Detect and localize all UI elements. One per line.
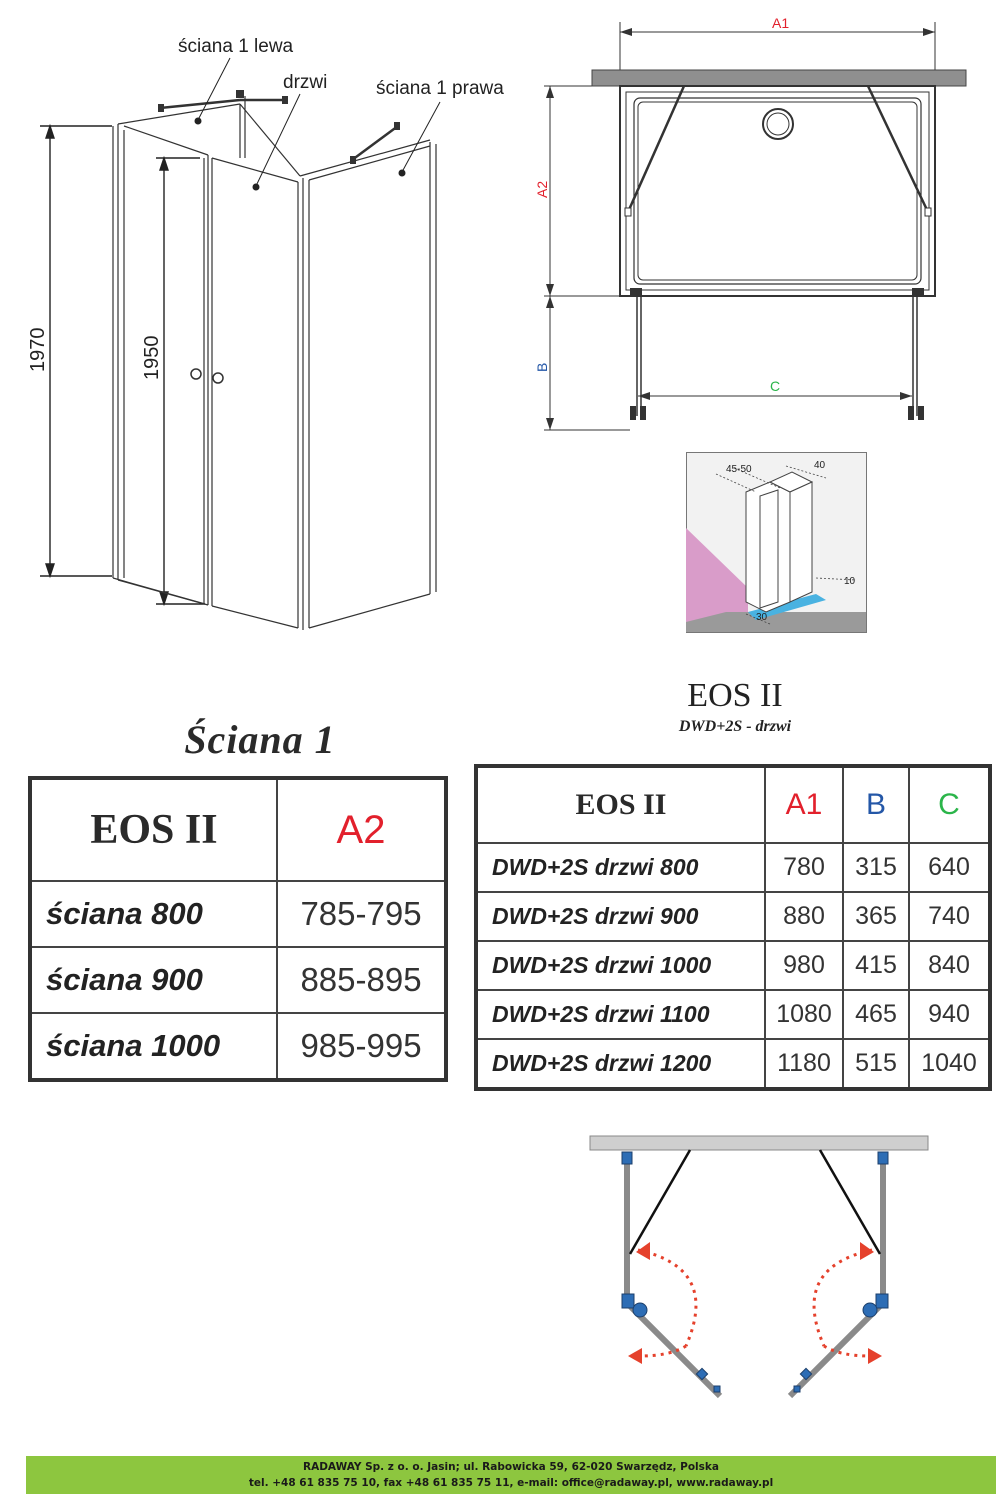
eos-table: EOS II A1 B C DWD+2S drzwi 800 780 315 6… [474,764,992,1091]
table-row: DWD+2S drzwi 1100 1080 465 940 [475,989,991,1040]
eos-header-model: EOS II [475,765,766,844]
iso-drawing: ściana 1 lewa drzwi ściana 1 prawa 1970 … [27,36,504,630]
label-a1: A1 [772,15,789,31]
eos-table-subtitle: DWD+2S - drzwi [678,718,792,735]
sciana-row-label: ściana 1000 [29,1012,278,1081]
table-row: DWD+2S drzwi 1200 1180 515 1040 [475,1038,991,1090]
footer-bar: RADAWAY Sp. z o. o. Jasin; ul. Rabowicka… [26,1456,996,1494]
table-row: ściana 1000 985-995 [29,1012,447,1081]
eos-row-b: 415 [842,940,910,991]
eos-row-c: 940 [908,989,991,1040]
table-row: DWD+2S drzwi 800 780 315 640 [475,842,991,893]
eos-row-label: DWD+2S drzwi 1100 [475,989,766,1040]
eos-row-label: DWD+2S drzwi 1200 [475,1038,766,1090]
eos-row-b: 515 [842,1038,910,1090]
eos-row-label: DWD+2S drzwi 1000 [475,940,766,991]
label-a2: A2 [534,181,550,198]
sciana-row-a2: 785-795 [276,880,447,948]
dim-total-height: 1970 [27,328,49,373]
plan-drawing: A1 A2 B C [534,15,967,431]
table-row: DWD+2S drzwi 900 880 365 740 [475,891,991,942]
footer-address: RADAWAY Sp. z o. o. Jasin; ul. Rabowicka… [303,1461,719,1473]
label-door: drzwi [283,72,327,93]
eos-row-a1: 880 [764,891,844,942]
sciana-header-model: EOS II [29,777,278,882]
detail-range: 45-50 [726,464,752,475]
detail-drawing: 45-50 40 10 30 [686,452,867,633]
sciana-table: EOS II A2 ściana 800 785-795 ściana 900 … [28,776,448,1082]
sciana-table-title: Ściana 1 [184,717,336,762]
eos-header-c: C [908,765,991,844]
sciana-row-label: ściana 900 [29,946,278,1014]
eos-row-c: 840 [908,940,991,991]
sciana-row-label: ściana 800 [29,880,278,948]
dim-door-height: 1950 [141,336,163,381]
eos-header-a1: A1 [764,765,844,844]
table-row: DWD+2S drzwi 1000 980 415 840 [475,940,991,991]
eos-row-b: 465 [842,989,910,1040]
eos-row-a1: 1180 [764,1038,844,1090]
eos-row-a1: 1080 [764,989,844,1040]
table-row: ściana 900 885-895 [29,946,447,1014]
sciana-row-a2: 885-895 [276,946,447,1014]
eos-row-label: DWD+2S drzwi 800 [475,842,766,893]
eos-row-a1: 980 [764,940,844,991]
detail-width: 40 [814,460,826,471]
detail-gap: 10 [844,576,856,587]
table-row: ściana 800 785-795 [29,880,447,948]
label-right-wall: ściana 1 prawa [376,78,504,99]
eos-row-label: DWD+2S drzwi 900 [475,891,766,942]
eos-row-a1: 780 [764,842,844,893]
label-c: C [770,378,780,394]
eos-header-b: B [842,765,910,844]
sciana-row-a2: 985-995 [276,1012,447,1081]
eos-table-title: EOS II [687,677,783,714]
label-left-wall: ściana 1 lewa [178,36,294,57]
eos-row-c: 740 [908,891,991,942]
eos-row-b: 315 [842,842,910,893]
label-b: B [534,363,550,372]
eos-row-b: 365 [842,891,910,942]
sciana-header-a2: A2 [276,777,447,882]
eos-row-c: 640 [908,842,991,893]
detail-base: 30 [756,612,768,623]
eos-row-c: 1040 [908,1038,991,1090]
footer-contact: tel. +48 61 835 75 10, fax +48 61 835 75… [248,1477,774,1489]
door-swing-diagram [589,1135,929,1399]
